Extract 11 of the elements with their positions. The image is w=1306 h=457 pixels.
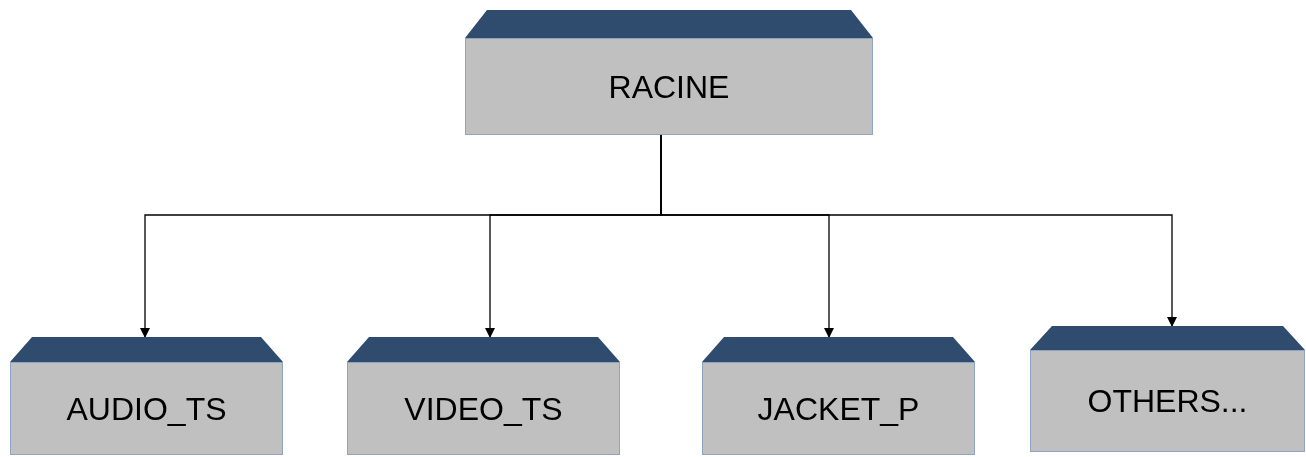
node-label: JACKET_P [757,389,920,429]
arrow [660,134,1177,327]
folder-box [702,337,975,455]
folder-box [465,10,873,135]
node-label: VIDEO_TS [404,389,563,429]
node-label: OTHERS... [1087,382,1248,421]
node-label: RACINE [608,67,730,107]
folder-box [347,337,620,455]
folder-box [10,337,283,455]
node-label: AUDIO_TS [66,389,227,429]
folder-box [1030,326,1305,452]
